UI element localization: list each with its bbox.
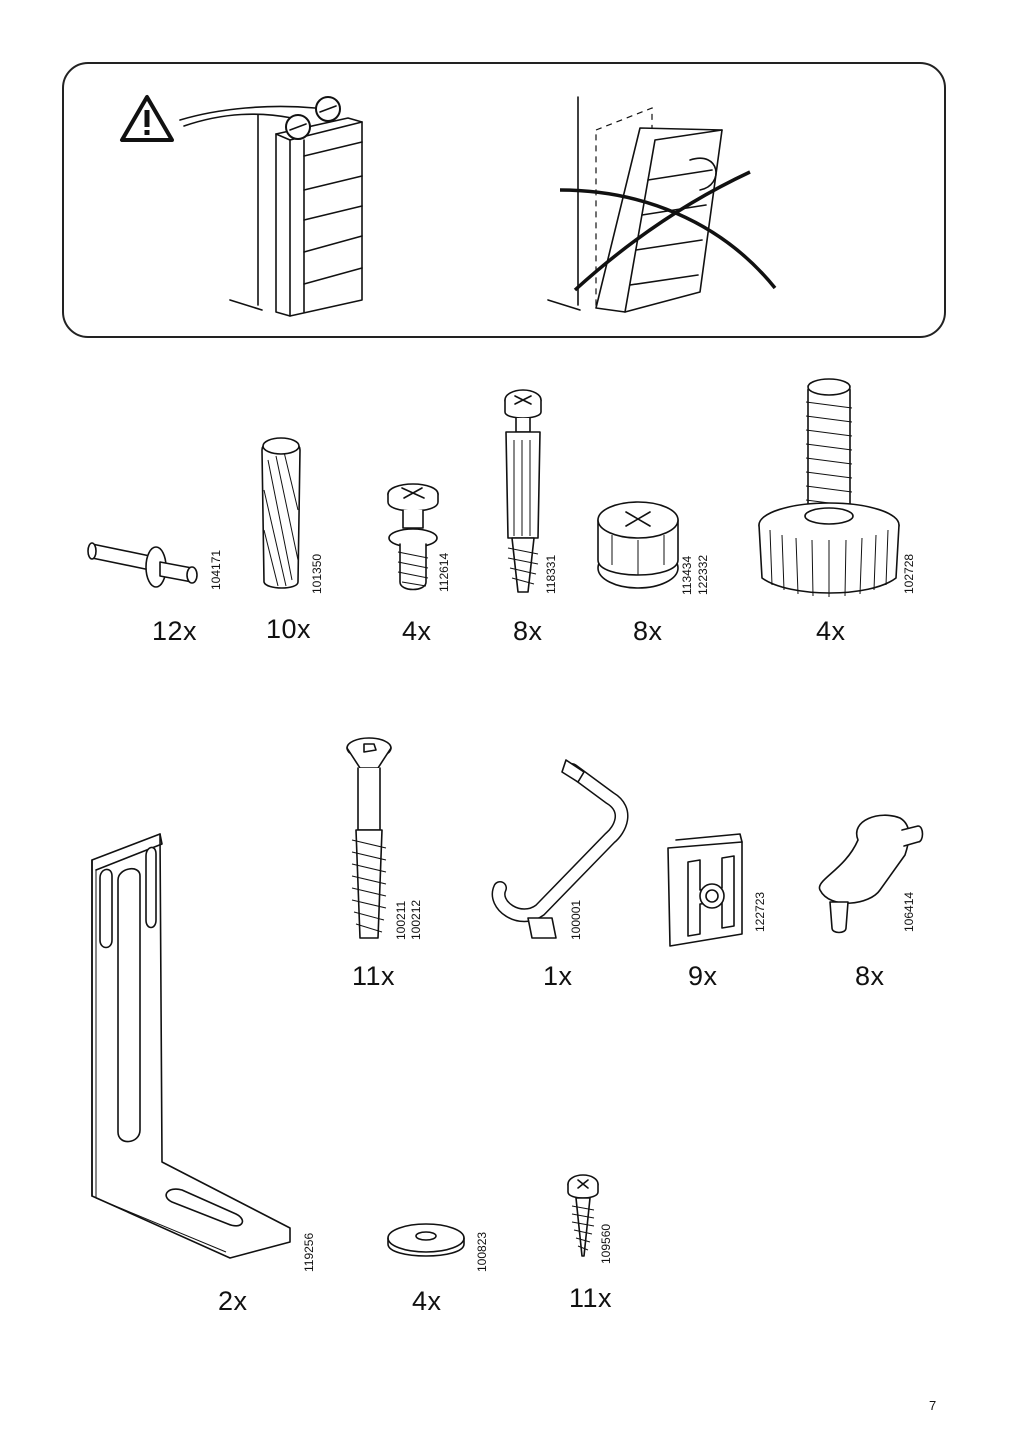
- part-number: 122332: [696, 554, 710, 595]
- part-number: 113434: [680, 555, 694, 595]
- pin-dowel-drawing: [88, 543, 197, 587]
- quantity-label: 11x: [569, 1283, 613, 1313]
- angle-bracket-drawing: [92, 834, 290, 1258]
- part-number: 119256: [302, 1232, 316, 1272]
- cam-lock-drawing: [598, 502, 678, 588]
- anchored-bookcase-drawing: [276, 97, 362, 316]
- part-number: 122723: [753, 891, 767, 932]
- quantity-label: 8x: [513, 616, 543, 646]
- falling-bookcase-drawing: [548, 97, 722, 312]
- part-number: 118331: [544, 554, 558, 594]
- washer-drawing: [388, 1224, 464, 1256]
- clip-plate-drawing: [668, 834, 742, 946]
- page-number: 7: [929, 1398, 937, 1413]
- wood-dowel-drawing: [262, 438, 300, 588]
- part-number: 100211: [394, 900, 408, 940]
- warning-illustrations: [0, 0, 1012, 340]
- wall-anchoring-warning-panel: [62, 62, 946, 338]
- part-number: 104171: [209, 549, 223, 590]
- quantity-label: 4x: [402, 616, 432, 646]
- quantity-label: 9x: [688, 961, 718, 991]
- quantity-label: 4x: [412, 1286, 442, 1316]
- allen-key-drawing: [499, 760, 622, 938]
- warning-triangle-icon: [122, 97, 172, 140]
- shelf-support-drawing: [819, 815, 922, 932]
- quantity-label: 8x: [855, 961, 885, 991]
- hardware-row-1: [0, 360, 1012, 620]
- cam-bolt-short-drawing: [388, 484, 438, 590]
- quantity-label: 4x: [816, 616, 846, 646]
- quantity-label: 8x: [633, 616, 663, 646]
- quantity-label: 11x: [352, 961, 396, 991]
- part-number: 109560: [599, 1223, 613, 1264]
- part-number: 102728: [902, 553, 916, 594]
- part-number: 101350: [310, 553, 324, 594]
- part-number: 100823: [475, 1231, 489, 1272]
- quantity-label: 12x: [152, 616, 198, 646]
- part-number: 106414: [902, 891, 916, 932]
- cam-bolt-long-drawing: [505, 390, 541, 592]
- quantity-label: 10x: [266, 614, 312, 644]
- hardware-row-3: [0, 820, 1012, 1260]
- quantity-label: 1x: [543, 961, 573, 991]
- leveling-foot-drawing: [759, 379, 899, 597]
- quantity-label: 2x: [218, 1286, 248, 1316]
- part-number: 100212: [409, 899, 423, 940]
- part-number: 100001: [569, 899, 583, 940]
- part-number: 112614: [437, 552, 451, 592]
- wood-screw-drawing: [568, 1175, 598, 1256]
- hex-screw-drawing: [347, 738, 391, 938]
- hardware-row-2: [0, 730, 1012, 970]
